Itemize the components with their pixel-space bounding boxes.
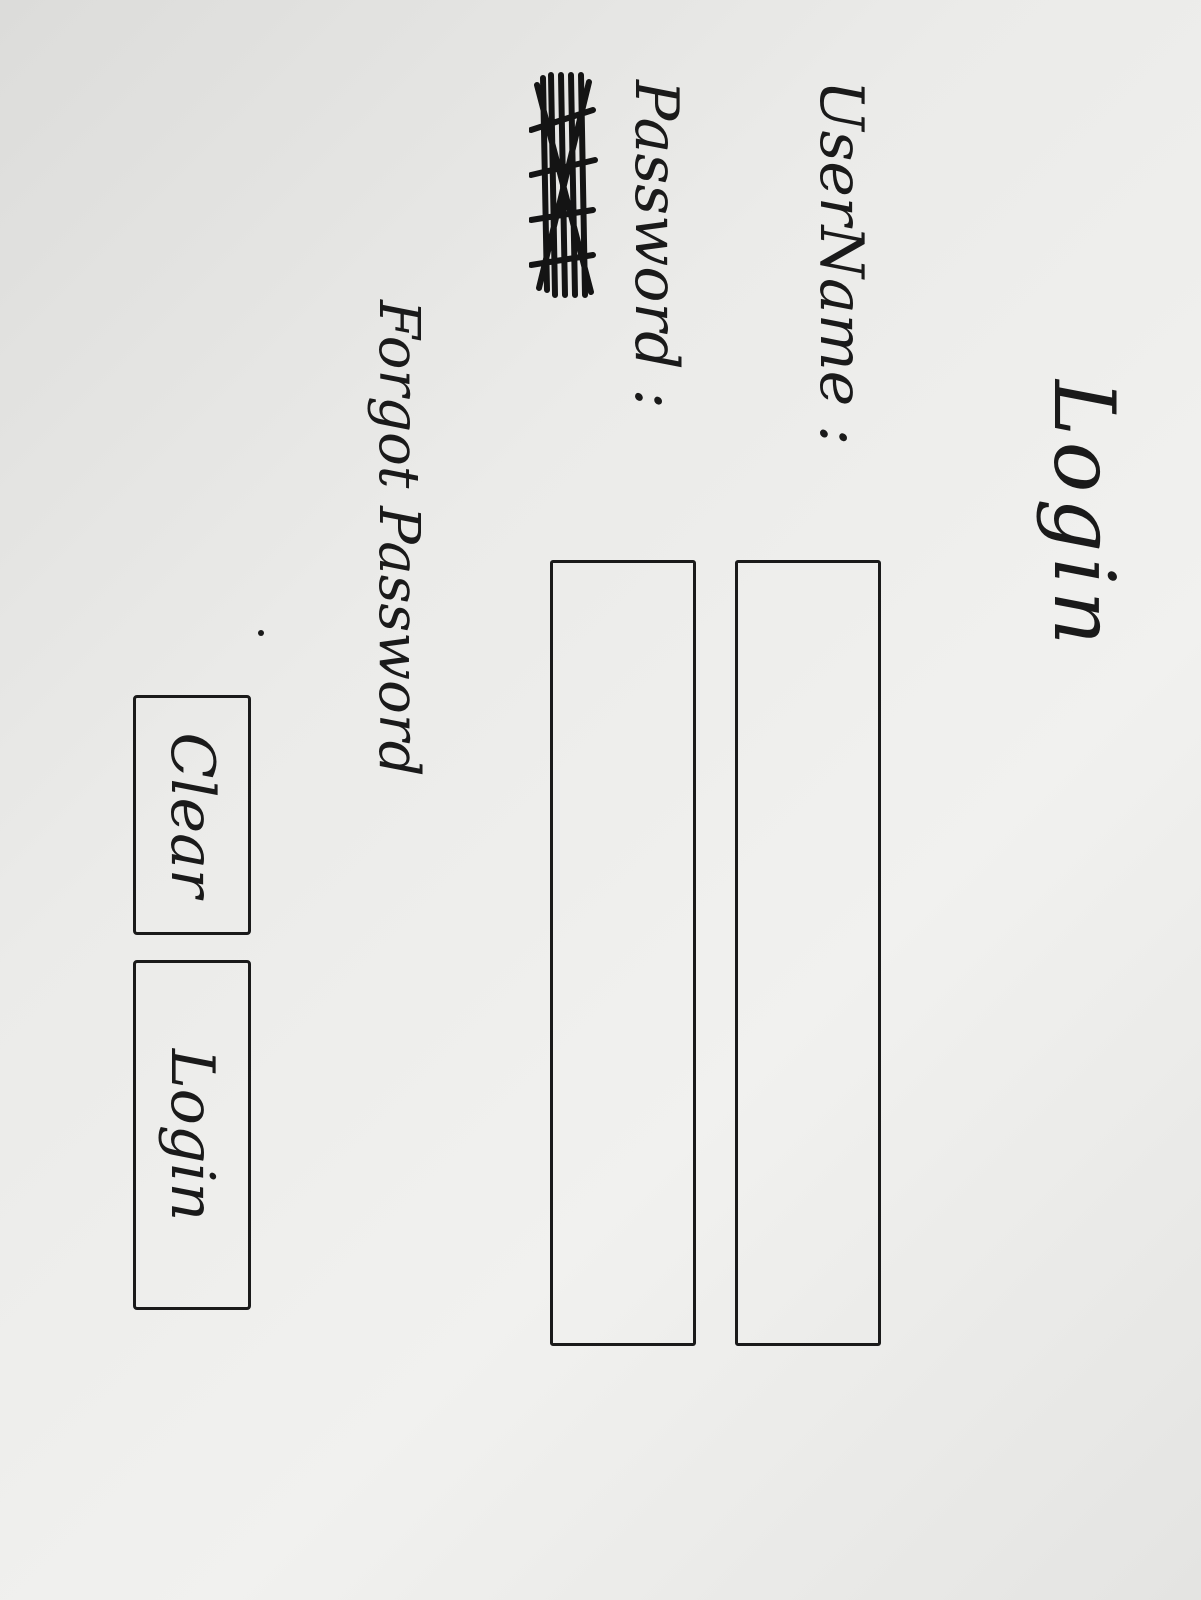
pen-dot [258,630,264,636]
form-title: Login [1035,380,1133,652]
password-field[interactable] [550,560,696,1346]
username-label: UserName : [806,80,876,446]
username-field[interactable] [735,560,881,1346]
password-label: Password : [621,80,691,409]
scribbled-out-text [529,72,598,298]
forgot-password-link[interactable]: Forgot Password [366,300,431,777]
clear-button[interactable]: Clear [133,695,251,935]
login-button[interactable]: Login [133,960,251,1310]
